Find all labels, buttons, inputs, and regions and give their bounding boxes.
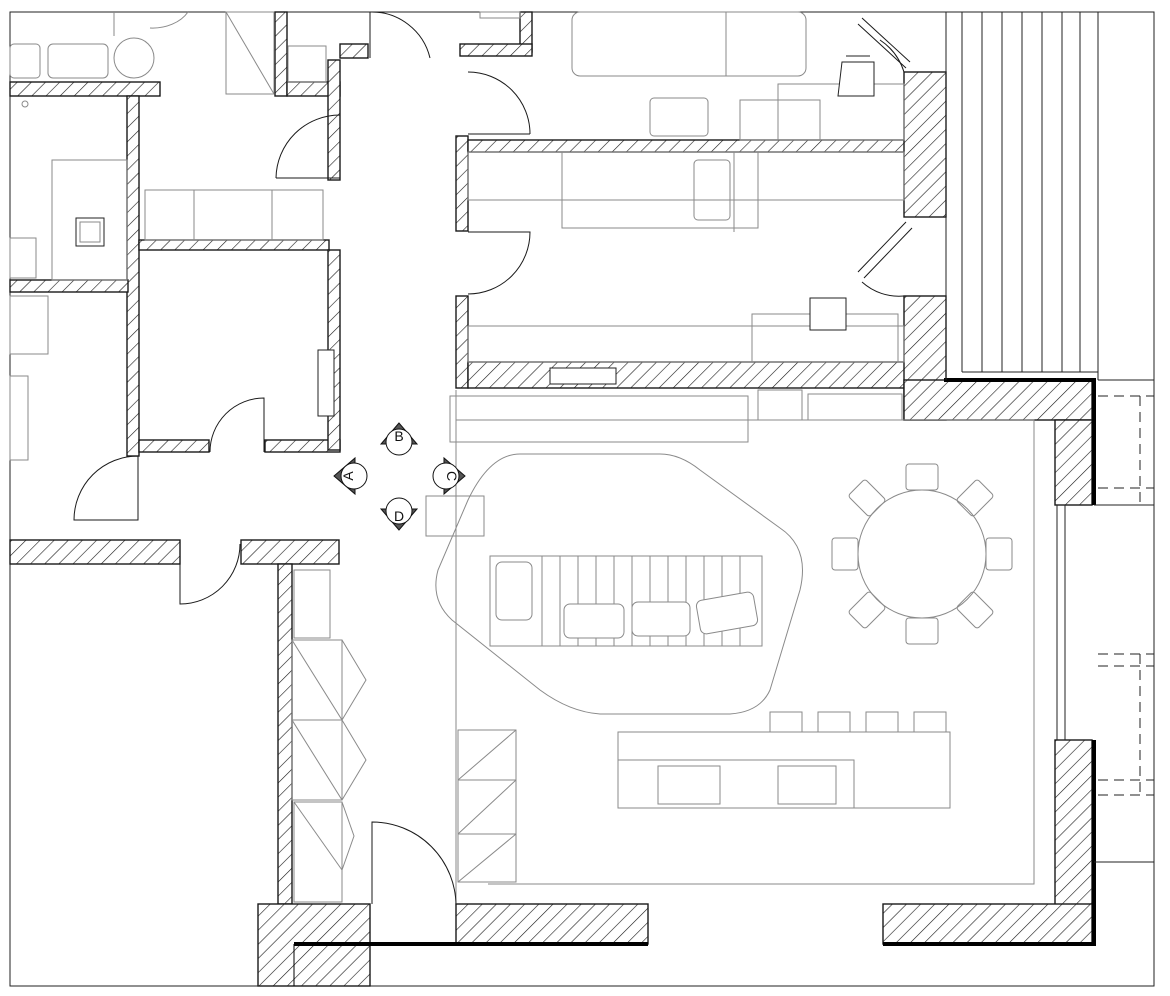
view-marker-d-label: D <box>394 508 404 524</box>
living-room-outline <box>456 419 1035 885</box>
view-marker-d: D <box>379 497 419 531</box>
terrace-deck <box>945 12 1154 863</box>
exterior-walls <box>293 378 1096 986</box>
view-marker-a-label: A <box>340 471 356 481</box>
doors <box>73 11 913 907</box>
furniture <box>9 11 1013 903</box>
view-marker-b-label: B <box>394 428 403 444</box>
view-markers: B A C D <box>333 422 466 531</box>
walls <box>9 11 1093 987</box>
view-marker-c-label: C <box>444 471 460 481</box>
view-marker-b: B <box>379 422 419 456</box>
view-marker-c: C <box>432 456 466 496</box>
view-marker-a: A <box>333 456 368 496</box>
